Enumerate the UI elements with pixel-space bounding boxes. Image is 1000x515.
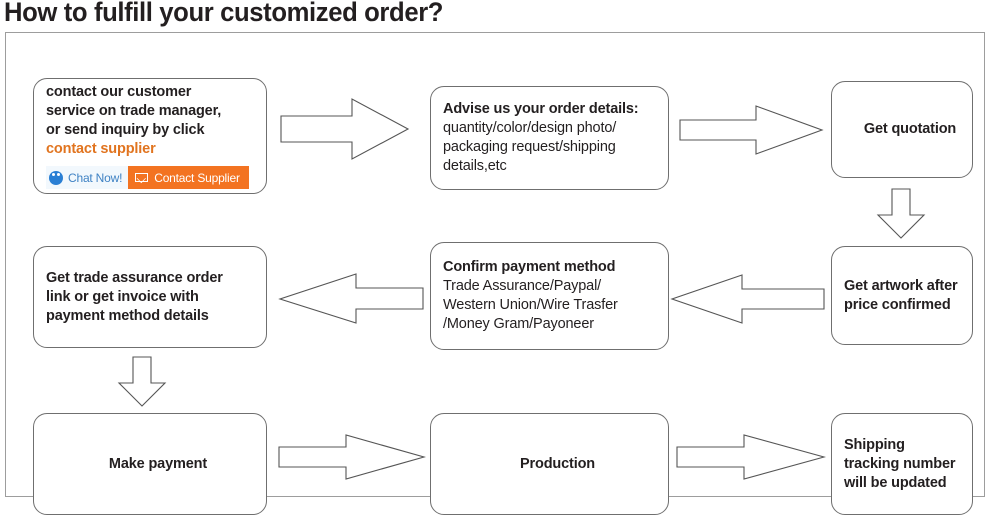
- node-shipping-line1: Shipping: [844, 436, 905, 453]
- node-advise-order-details: Advise us your order details: quantity/c…: [430, 86, 669, 190]
- arrow-confirm-to-assurance: [278, 271, 424, 326]
- node-make-payment-heading: Make payment: [108, 455, 208, 472]
- page-title: How to fulfill your customized order?: [4, 0, 444, 27]
- contact-supplier-button[interactable]: Contact Supplier: [128, 166, 249, 189]
- mail-icon: [135, 173, 149, 182]
- node-shipping-line2: tracking number: [844, 455, 956, 472]
- arrow-production-to-shipping: [676, 433, 826, 481]
- node-advise-line1: quantity/color/design photo/: [443, 120, 617, 136]
- node-get-artwork: Get artwork after price confirmed: [831, 246, 973, 345]
- arrow-quotation-to-artwork: [875, 188, 927, 240]
- node-make-payment: Make payment: [33, 413, 267, 515]
- arrow-assurance-to-payment: [116, 356, 168, 408]
- contact-supplier-label: Contact Supplier: [154, 170, 240, 185]
- node-shipping-tracking: Shipping tracking number will be updated: [831, 413, 973, 515]
- arrow-contact-to-advise: [280, 95, 410, 163]
- flowchart-frame: contact our customer service on trade ma…: [5, 32, 985, 515]
- chat-now-label: Chat Now!: [68, 170, 123, 185]
- node-assurance-line2: link or get invoice with: [46, 288, 199, 305]
- chat-now-button[interactable]: Chat Now!: [46, 166, 129, 189]
- contact-button-row: Chat Now! Contact Supplier: [46, 166, 266, 189]
- node-contact-line1: contact our customer: [46, 84, 192, 100]
- node-shipping-line3: will be updated: [844, 474, 947, 491]
- arrow-payment-to-production: [278, 433, 426, 481]
- node-contact-accent-line: contact supplier: [46, 141, 156, 157]
- node-get-quotation: Get quotation: [831, 81, 973, 178]
- node-artwork-line1: Get artwork after: [844, 277, 958, 294]
- trademanager-icon: [49, 170, 63, 185]
- node-confirm-line1: Trade Assurance/Paypal/: [443, 278, 602, 294]
- node-production: Production: [430, 413, 669, 515]
- node-advise-line3: details,etc: [443, 158, 507, 174]
- node-advise-line2: packaging request/shipping: [443, 139, 616, 155]
- node-contact-line2: service on trade manager,: [46, 103, 222, 119]
- node-assurance-line3: payment method details: [46, 307, 209, 324]
- node-confirm-heading: Confirm payment method: [443, 259, 616, 275]
- node-confirm-line3: /Money Gram/Payoneer: [443, 316, 594, 332]
- node-trade-assurance-order: Get trade assurance order link or get in…: [33, 246, 267, 348]
- node-contact-customer-service: contact our customer service on trade ma…: [33, 78, 267, 194]
- node-quotation-heading: Get quotation: [863, 121, 957, 137]
- arrow-artwork-to-confirm: [670, 273, 825, 325]
- node-production-heading: Production: [519, 455, 596, 472]
- node-contact-line3: or send inquiry by click: [46, 122, 205, 138]
- node-artwork-line2: price confirmed: [844, 296, 951, 313]
- node-confirm-payment-method: Confirm payment method Trade Assurance/P…: [430, 242, 669, 350]
- arrow-advise-to-quotation: [679, 103, 824, 157]
- node-advise-heading: Advise us your order details:: [443, 101, 639, 117]
- node-assurance-line1: Get trade assurance order: [46, 269, 223, 286]
- node-confirm-line2: Western Union/Wire Trasfer: [443, 297, 618, 313]
